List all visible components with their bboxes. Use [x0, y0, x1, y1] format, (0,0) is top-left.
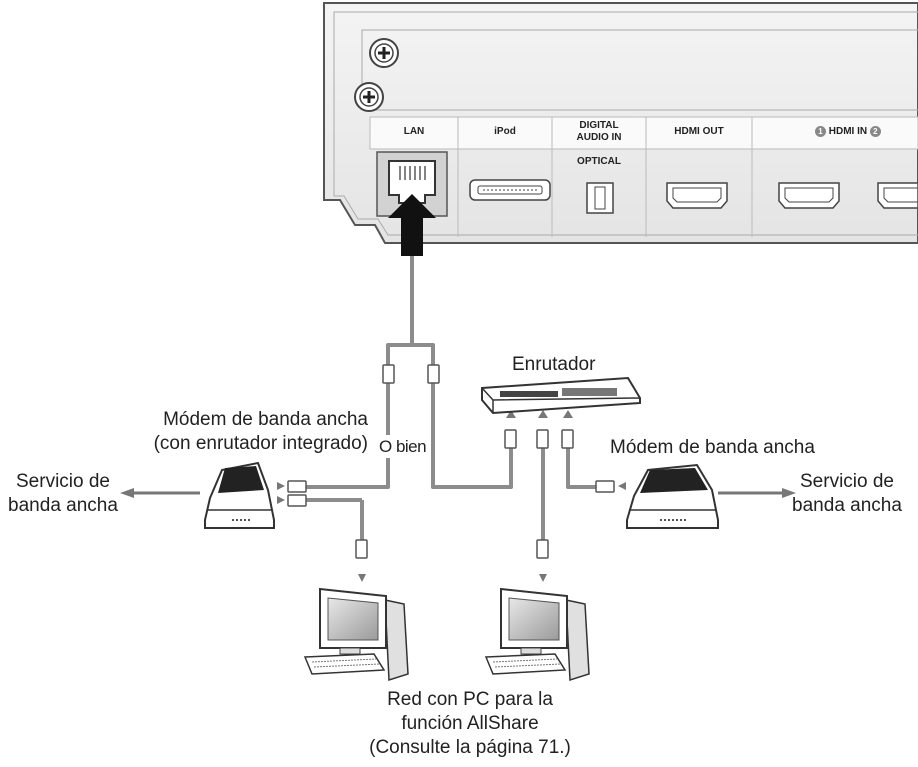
rj45-plug-icon: [287, 364, 615, 559]
network-cables: [306, 256, 605, 555]
port-label-ipod: iPod: [494, 126, 516, 137]
or-label: O bien: [377, 435, 429, 458]
caption-line2: función AllShare: [401, 713, 539, 734]
router-label: Enrutador: [512, 354, 596, 375]
hdmi-out-port: [666, 182, 728, 209]
pc-right-icon: [484, 587, 590, 682]
lan-port: [376, 151, 448, 217]
optical-port: [586, 182, 614, 214]
port-label-hdmi-out: HDMI OUT: [674, 126, 724, 137]
port-label-digital-audio-in: DIGITAL AUDIO IN: [576, 120, 622, 143]
service-left-label-line2: banda ancha: [8, 495, 118, 516]
ipod-port: [469, 179, 551, 201]
hdmi-in-port-2: [877, 182, 918, 209]
screw-icon: [369, 38, 399, 68]
small-arrow-icon: [120, 410, 796, 582]
device-rear-panel: [323, 2, 918, 244]
modem-left-icon: [204, 461, 275, 529]
port-label-hdmi-in: 1 HDMI IN 2: [815, 126, 905, 138]
service-right-label-line2: banda ancha: [792, 495, 902, 516]
screw-icon: [354, 82, 384, 112]
service-right-label-line1: Servicio de: [800, 471, 894, 492]
modem-right-label: Módem de banda ancha: [610, 437, 815, 458]
modem-router-label-line1: Módem de banda ancha: [163, 409, 368, 430]
modem-router-label-line2: (con enrutador integrado): [153, 433, 368, 454]
modem-right-icon: [626, 463, 719, 529]
pc-left-icon: [303, 587, 409, 682]
port-label-optical: OPTICAL: [577, 156, 621, 167]
service-left-label-line1: Servicio de: [16, 471, 110, 492]
port-label-lan: LAN: [403, 126, 425, 137]
hdmi-in-text: HDMI IN: [828, 126, 868, 137]
hdmi-in-port-1: [778, 182, 840, 209]
caption-line1: Red con PC para la: [387, 689, 553, 710]
caption-line3: (Consulte la página 71.): [369, 737, 571, 758]
router-icon: [481, 376, 641, 415]
connection-arrow: [388, 194, 436, 256]
hdmi-in-number-2: 2: [869, 126, 881, 137]
hdmi-in-number-1: 1: [815, 126, 826, 137]
